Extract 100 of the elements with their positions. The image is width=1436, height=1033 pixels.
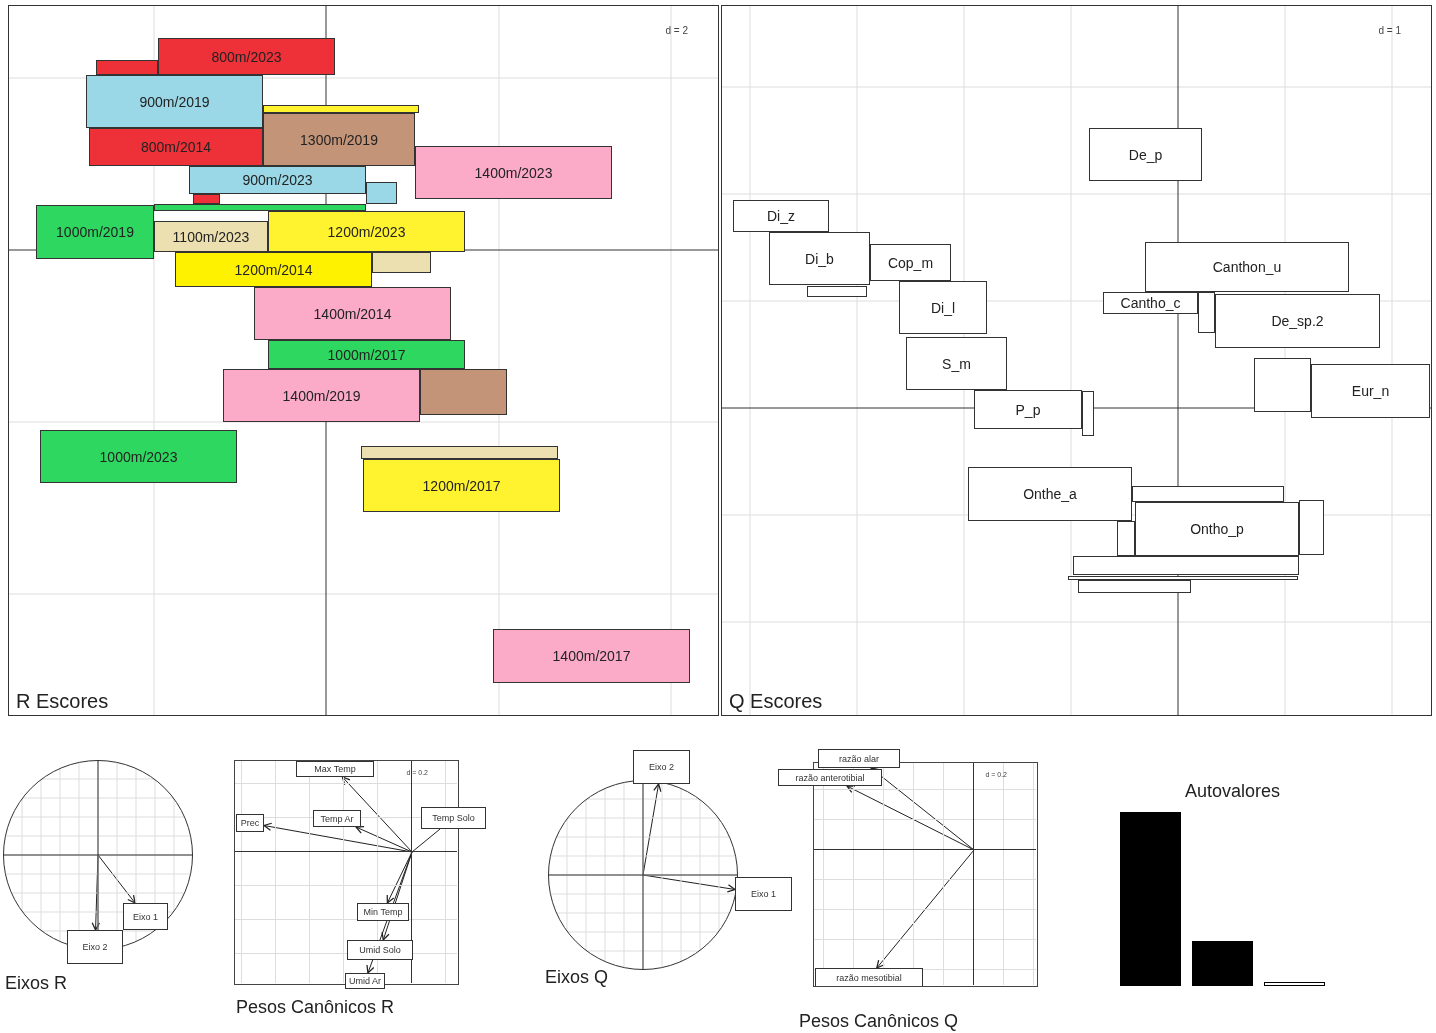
variable-label-box: [67, 930, 123, 964]
arrow: [97, 854, 136, 904]
score-label: Di_l: [930, 299, 956, 316]
score-label: 1400m/2023: [474, 164, 553, 181]
score-label-box: [158, 38, 335, 75]
variable-label: Eixo 2: [82, 942, 108, 952]
variable-label-box: [347, 940, 413, 960]
variable-label: Eixo 2: [649, 762, 674, 772]
score-label-box: [40, 430, 237, 483]
score-label-box: [1215, 294, 1380, 348]
score-label-box: [1073, 556, 1299, 575]
arrow: [341, 776, 413, 853]
variable-label: Max Temp: [314, 764, 356, 774]
score-label: 1000m/2023: [99, 448, 178, 465]
variable-label: Umid Ar: [349, 976, 381, 986]
score-label-box: [906, 337, 1007, 390]
score-label-box: [415, 146, 612, 199]
score-label: Di_z: [767, 208, 795, 224]
score-label-box: [1135, 502, 1299, 556]
score-label-box: [263, 113, 415, 166]
score-label-box: [96, 60, 158, 75]
variable-label: Eixo 1: [133, 911, 158, 922]
score-label: 1200m/2017: [422, 477, 501, 494]
score-label-box: [733, 200, 829, 232]
score-label-box: [1311, 364, 1430, 418]
score-label-box: [1254, 358, 1311, 412]
variable-label: Prec: [240, 818, 260, 828]
score-label-box: [968, 467, 1132, 521]
score-label-box: [189, 166, 366, 194]
score-label-box: [254, 287, 451, 340]
score-label-box: [1132, 486, 1284, 502]
variable-label-box: [345, 973, 385, 989]
score-label: P_p: [1015, 401, 1041, 418]
score-label-box: [807, 286, 867, 297]
plot-title: Pesos Canônicos Q: [799, 1011, 959, 1032]
variable-label-box: [633, 750, 690, 784]
variable-label: Temp Solo: [432, 813, 475, 823]
score-label: 1400m/2017: [552, 648, 631, 664]
score-label-box: [263, 105, 419, 113]
score-label-box: [1198, 292, 1215, 333]
score-label: 1400m/2014: [313, 305, 392, 322]
panel-title: R Escores: [16, 690, 109, 713]
scale-label: d = 1: [1378, 25, 1401, 36]
arrow: [355, 826, 413, 853]
score-label-box: [363, 459, 560, 512]
variable-label-box: [421, 807, 486, 829]
variable-label-box: [357, 903, 409, 921]
scale-label: d = 2: [665, 25, 688, 36]
variable-label-box: [296, 761, 374, 777]
score-label: Ontho_p: [1190, 521, 1244, 537]
variable-label-box: [735, 877, 792, 911]
score-label: 900m/2023: [242, 172, 313, 188]
score-label: 800m/2023: [211, 48, 282, 65]
score-label: De_p: [1128, 146, 1163, 163]
score-label: Di_b: [805, 250, 834, 267]
score-label: 1200m/2014: [234, 261, 313, 278]
score-label: 1000m/2017: [327, 346, 406, 363]
score-label-box: [154, 204, 366, 211]
score-label-box: [1145, 242, 1349, 292]
variable-label: Umid Solo: [359, 945, 401, 955]
score-label-box: [899, 281, 987, 334]
score-label: 800m/2014: [140, 139, 212, 155]
score-label-box: [1117, 521, 1135, 556]
score-label: 1000m/2019: [56, 224, 134, 240]
score-label: 1100m/2023: [172, 228, 250, 245]
score-label-box: [193, 194, 220, 204]
score-label: De_sp.2: [1271, 313, 1324, 329]
score-label-box: [870, 244, 951, 281]
score-label-box: [1078, 580, 1191, 593]
score-label: S_m: [942, 355, 971, 372]
score-label-box: [1103, 292, 1198, 314]
arrow: [876, 849, 975, 969]
plot-panel: [8, 5, 719, 716]
score-label-box: [372, 252, 431, 273]
arrow: [386, 851, 413, 904]
score-label-box: [493, 629, 690, 683]
variable-label-box: [815, 968, 923, 986]
correlation-circle: [548, 780, 738, 970]
score-label: 1300m/2019: [300, 131, 378, 148]
arrow: [846, 785, 975, 851]
plot-title: Autovalores: [1185, 781, 1281, 802]
score-label: 900m/2019: [139, 93, 210, 110]
variable-label: Temp Ar: [320, 813, 354, 824]
score-label-box: [268, 211, 465, 252]
score-label-box: [1082, 391, 1094, 436]
plot-title: Pesos Canônicos R: [236, 997, 395, 1018]
variable-label-box: [236, 814, 264, 832]
variable-label: Eixo 1: [751, 889, 776, 899]
panel-title: Q Escores: [729, 690, 823, 713]
score-label-box: [769, 232, 870, 285]
score-label-box: [420, 369, 507, 415]
variable-label: razão alar: [839, 753, 879, 764]
score-label-box: [175, 252, 372, 287]
score-label-box: [268, 340, 465, 369]
score-label-box: [974, 390, 1082, 429]
score-label-box: [86, 75, 263, 128]
score-label-box: [1068, 576, 1298, 580]
score-label: Cantho_c: [1120, 295, 1181, 311]
variable-label-box: [818, 749, 900, 768]
score-label-box: [1299, 500, 1324, 555]
